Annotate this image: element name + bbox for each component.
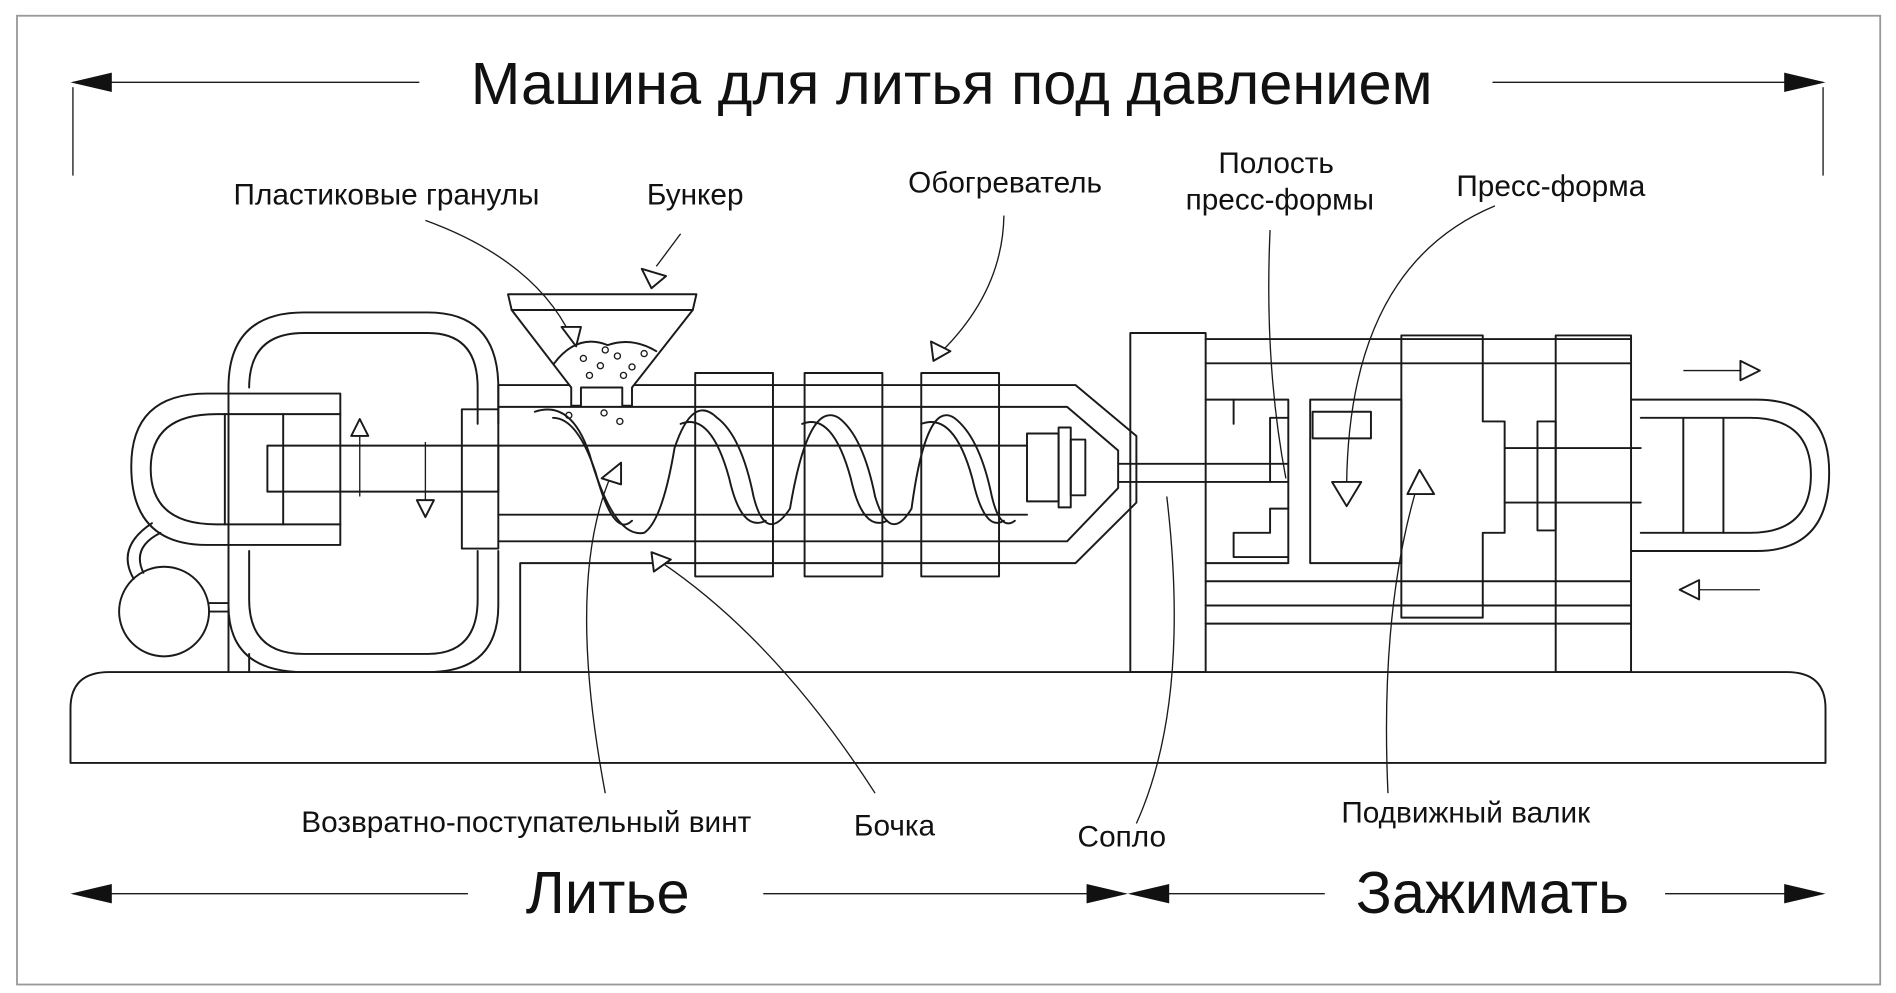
injection-barrel (460, 384, 1138, 674)
label-nozzle: Сопло (1078, 821, 1166, 854)
section-injection: Литье (526, 859, 690, 926)
heater-bands (694, 372, 1001, 578)
label-reciprocating-screw: Возвратно-поступательный винт (301, 806, 751, 839)
hopper (507, 293, 698, 426)
plastic-granules-dots (565, 346, 648, 426)
label-plastic-granules: Пластиковые гранулы (234, 179, 540, 212)
label-mold-cavity-line2: пресс-формы (1186, 184, 1374, 217)
section-dimension-lines (70, 884, 1826, 904)
clamping-unit (1117, 332, 1831, 674)
hydraulic-unit (118, 311, 500, 674)
label-mold-cavity-line1: Полость (1218, 147, 1334, 180)
title-dimension-line (70, 72, 1826, 176)
label-hopper: Бункер (647, 179, 744, 212)
outer-frame (16, 14, 1882, 986)
section-clamping: Зажимать (1356, 859, 1629, 926)
label-movable-platen: Подвижный валик (1341, 796, 1591, 829)
label-barrel: Бочка (854, 810, 936, 843)
label-mold: Пресс-форма (1456, 170, 1645, 203)
label-heater: Обогреватель (908, 167, 1102, 200)
diagram-title: Машина для литья под давлением (471, 50, 1433, 117)
machine-base (69, 671, 1827, 764)
leader-lines (425, 205, 1496, 824)
